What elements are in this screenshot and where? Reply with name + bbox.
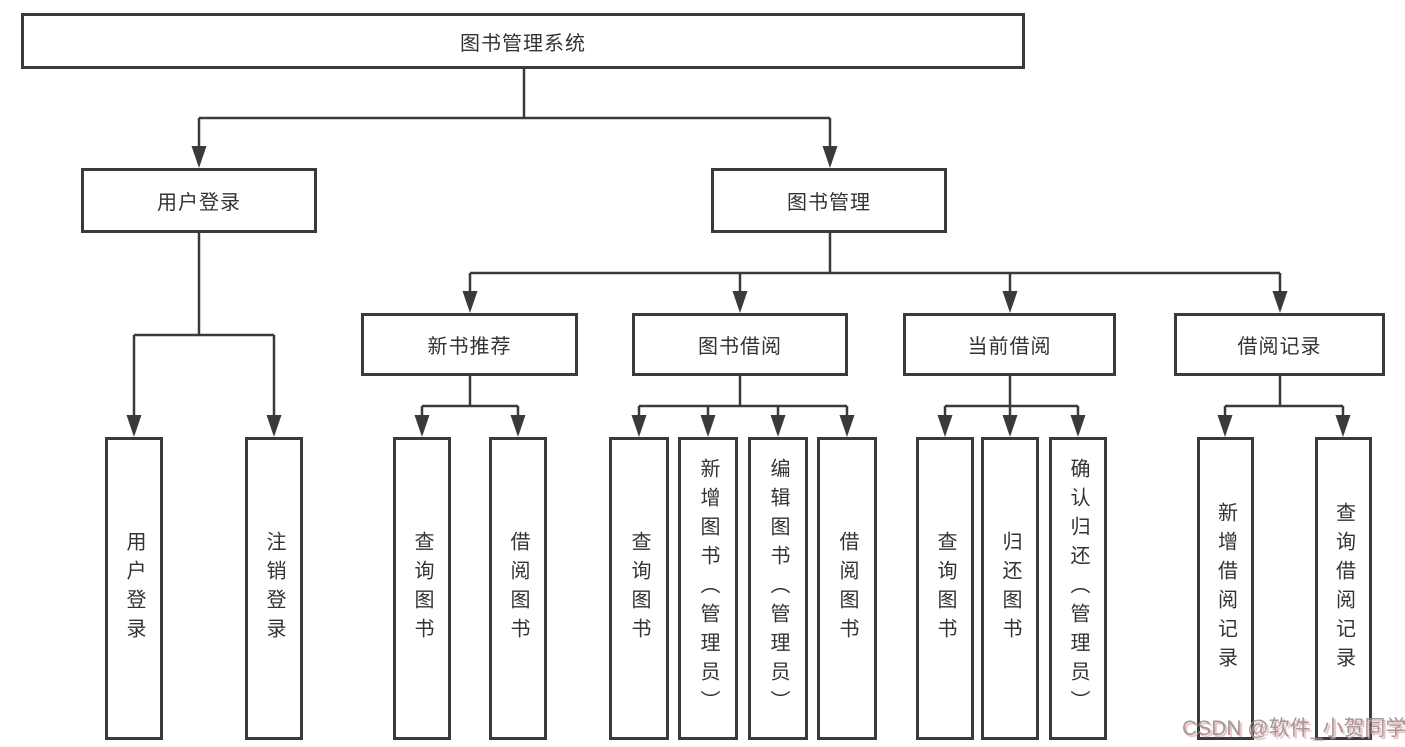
leaf-add-borrow-record: 新增借阅记录 [1197, 437, 1254, 740]
leaf-confirm-return-admin: 确认归还（管理员） [1049, 437, 1107, 740]
node-current-borrow: 当前借阅 [903, 313, 1116, 376]
node-new-book-recommend: 新书推荐 [361, 313, 578, 376]
leaf-recommend-borrow-book: 借阅图书 [489, 437, 547, 740]
leaf-borrow-book-label: 借阅图书 [836, 530, 858, 647]
leaf-current-query-book-label: 查询图书 [934, 530, 956, 647]
leaf-borrow-book: 借阅图书 [817, 437, 877, 740]
node-library-system: 图书管理系统 [21, 13, 1025, 69]
leaf-add-borrow-record-label: 新增借阅记录 [1214, 501, 1237, 676]
leaf-add-book-admin: 新增图书（管理员） [678, 437, 738, 740]
arrowheads [126, 146, 1351, 437]
csdn-watermark: CSDN @软件_小贺同学 [1182, 717, 1405, 740]
node-book-management: 图书管理 [711, 168, 947, 233]
leaf-logout-label: 注销登录 [263, 530, 285, 647]
leaf-confirm-return-admin-label: 确认归还（管理员） [1067, 458, 1089, 719]
node-user-login: 用户登录 [81, 168, 317, 233]
leaf-recommend-query-book: 查询图书 [393, 437, 451, 740]
leaf-add-book-admin-label: 新增图书（管理员） [697, 458, 719, 719]
leaf-user-login-label: 用户登录 [123, 530, 145, 647]
leaf-current-query-book: 查询图书 [916, 437, 974, 740]
leaf-query-borrow-record: 查询借阅记录 [1315, 437, 1372, 740]
leaf-recommend-query-book-label: 查询图书 [411, 530, 433, 647]
leaf-user-login: 用户登录 [105, 437, 163, 740]
node-book-borrow: 图书借阅 [632, 313, 848, 376]
leaf-edit-book-admin-label: 编辑图书（管理员） [767, 458, 789, 719]
leaf-borrow-query-book: 查询图书 [609, 437, 669, 740]
leaf-return-book-label: 归还图书 [999, 530, 1021, 647]
leaf-return-book: 归还图书 [981, 437, 1039, 740]
leaf-recommend-borrow-book-label: 借阅图书 [507, 530, 529, 647]
leaf-borrow-query-book-label: 查询图书 [628, 530, 650, 647]
leaf-logout: 注销登录 [245, 437, 303, 740]
leaf-query-borrow-record-label: 查询借阅记录 [1332, 501, 1355, 676]
node-borrow-records: 借阅记录 [1174, 313, 1385, 376]
leaf-edit-book-admin: 编辑图书（管理员） [748, 437, 808, 740]
